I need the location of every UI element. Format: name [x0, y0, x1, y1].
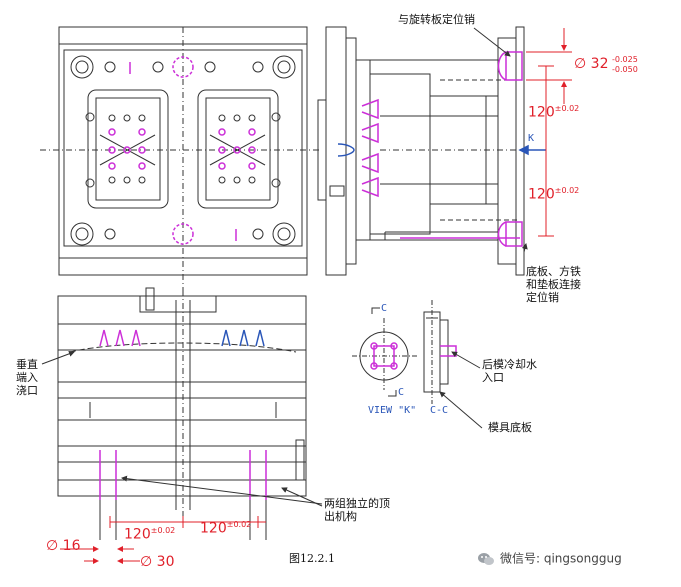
side-view-pink — [361, 51, 523, 247]
section-cc — [423, 300, 449, 404]
phi16-dim: ∅ 16 — [46, 538, 81, 554]
h120-b-value: 120 — [200, 520, 227, 537]
watermark-text: 微信号: qingsonggug — [500, 551, 622, 566]
base-pin-label: 底板、方铁 和垫板连接 定位销 — [526, 265, 596, 304]
v120-a-value: 120 — [528, 104, 555, 121]
sprue-label: 垂直 端入 浇口 — [16, 358, 38, 397]
view-k-pink — [370, 342, 398, 370]
phi16-value: 16 — [62, 538, 81, 554]
base-pin-line2: 和垫板连接 — [526, 278, 581, 291]
section-c-bottom: C — [398, 387, 405, 398]
diameter-symbol: ∅ — [46, 538, 59, 554]
h120-a: 120±0.02 — [124, 524, 175, 542]
h120-b-tol: ±0.02 — [226, 520, 252, 529]
view-k-title: VIEW "K" — [368, 405, 417, 416]
base-pin-line3: 定位销 — [526, 291, 559, 304]
sprue-line1: 垂直 — [16, 358, 38, 371]
section-cc-title: C-C — [430, 405, 449, 416]
ejector-label: 两组独立的顶 出机构 — [324, 497, 390, 523]
diameter-symbol: ∅ — [140, 554, 153, 570]
view-k — [352, 307, 418, 397]
v120-b-tol: ±0.02 — [554, 186, 580, 195]
cooling-line2: 入口 — [482, 371, 504, 384]
plan-view-pink — [108, 56, 256, 245]
cooling-line1: 后模冷却水 — [482, 358, 537, 371]
sprue-line3: 浇口 — [16, 384, 38, 397]
watermark: 微信号: qingsonggug — [478, 552, 622, 566]
h120-a-value: 120 — [124, 526, 151, 543]
figure-caption: 图12.2.1 — [289, 552, 335, 565]
cooling-inlet-label: 后模冷却水 入口 — [482, 358, 537, 384]
bottom-plate-label: 模具底板 — [488, 421, 532, 434]
v120-b: 120±0.02 — [528, 184, 579, 202]
rotate-pin-label: 与旋转板定位销 — [398, 13, 475, 26]
h120-a-tol: ±0.02 — [150, 526, 176, 535]
phi32-upper-tol: -0.025 — [612, 55, 638, 64]
vertical-dimensions — [526, 28, 572, 237]
section-c-top: C — [381, 303, 388, 314]
h120-b: 120±0.02 — [200, 518, 251, 536]
bottom-dimensions — [60, 516, 266, 564]
base-pin-line1: 底板、方铁 — [526, 265, 581, 278]
k-arrow-label: K — [528, 133, 535, 144]
sprue-line2: 端入 — [16, 371, 38, 384]
phi32-lower-tol: -0.050 — [612, 65, 638, 74]
phi30-dim: ∅ 30 — [140, 554, 175, 570]
plan-view — [40, 26, 320, 290]
front-section-blue — [221, 329, 265, 347]
phi32-value: 32 — [590, 56, 609, 72]
v120-a-tol: ±0.02 — [554, 104, 580, 113]
v120-a: 120±0.02 — [528, 102, 579, 120]
phi30-value: 30 — [156, 554, 175, 570]
side-view-blue — [337, 143, 546, 157]
ejector-line2: 出机构 — [324, 510, 357, 523]
front-section-pink — [99, 329, 267, 500]
front-section — [57, 287, 307, 540]
v120-b-value: 120 — [528, 186, 555, 203]
ejector-line1: 两组独立的顶 — [324, 497, 390, 510]
wechat-icon — [478, 552, 494, 566]
phi32-dim: ∅ 32 — [574, 56, 609, 72]
diameter-symbol: ∅ — [574, 56, 587, 72]
